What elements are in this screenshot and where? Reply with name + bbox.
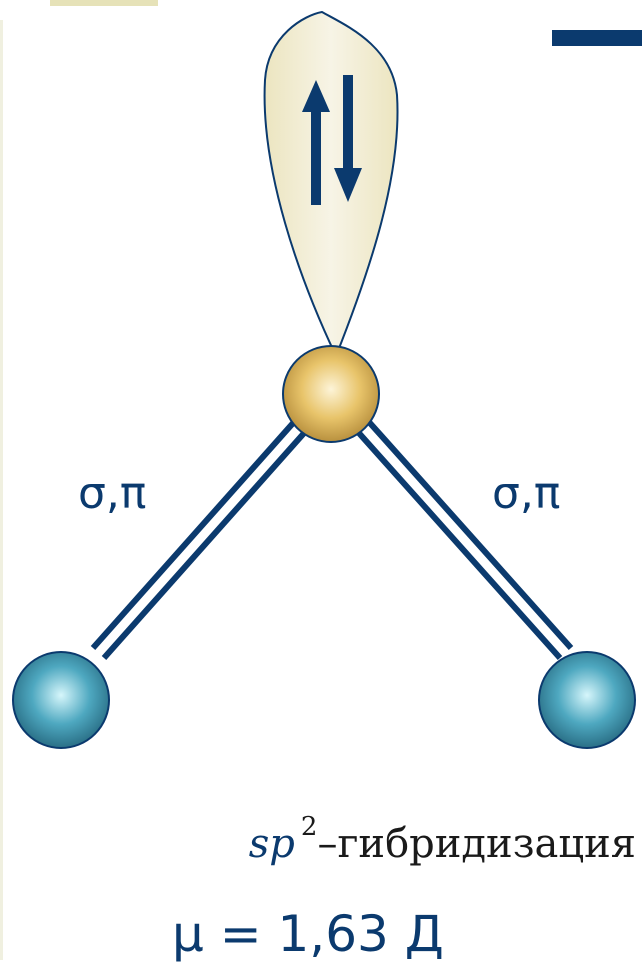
title-accent-bar	[552, 30, 642, 46]
outer-atom-right	[538, 651, 636, 749]
down-arrow-icon	[334, 75, 362, 202]
central-atom	[282, 345, 380, 443]
bond-label-left: σ,π	[78, 468, 147, 519]
left-dotted-border	[0, 20, 3, 960]
bond-label-right: σ,π	[492, 468, 561, 519]
dipole-moment-label: μ = 1,63 Д	[172, 905, 444, 963]
outer-atom-left	[12, 651, 110, 749]
bond-left	[90, 420, 308, 660]
hybridization-sp: sp	[248, 821, 295, 867]
bond-right	[355, 420, 574, 660]
top-left-accent	[50, 0, 158, 6]
lone-pair-lobe	[263, 10, 399, 359]
hybridization-exponent: 2	[300, 812, 318, 842]
hybridization-text: –гибридизация	[317, 821, 636, 867]
up-arrow-icon	[302, 80, 330, 205]
